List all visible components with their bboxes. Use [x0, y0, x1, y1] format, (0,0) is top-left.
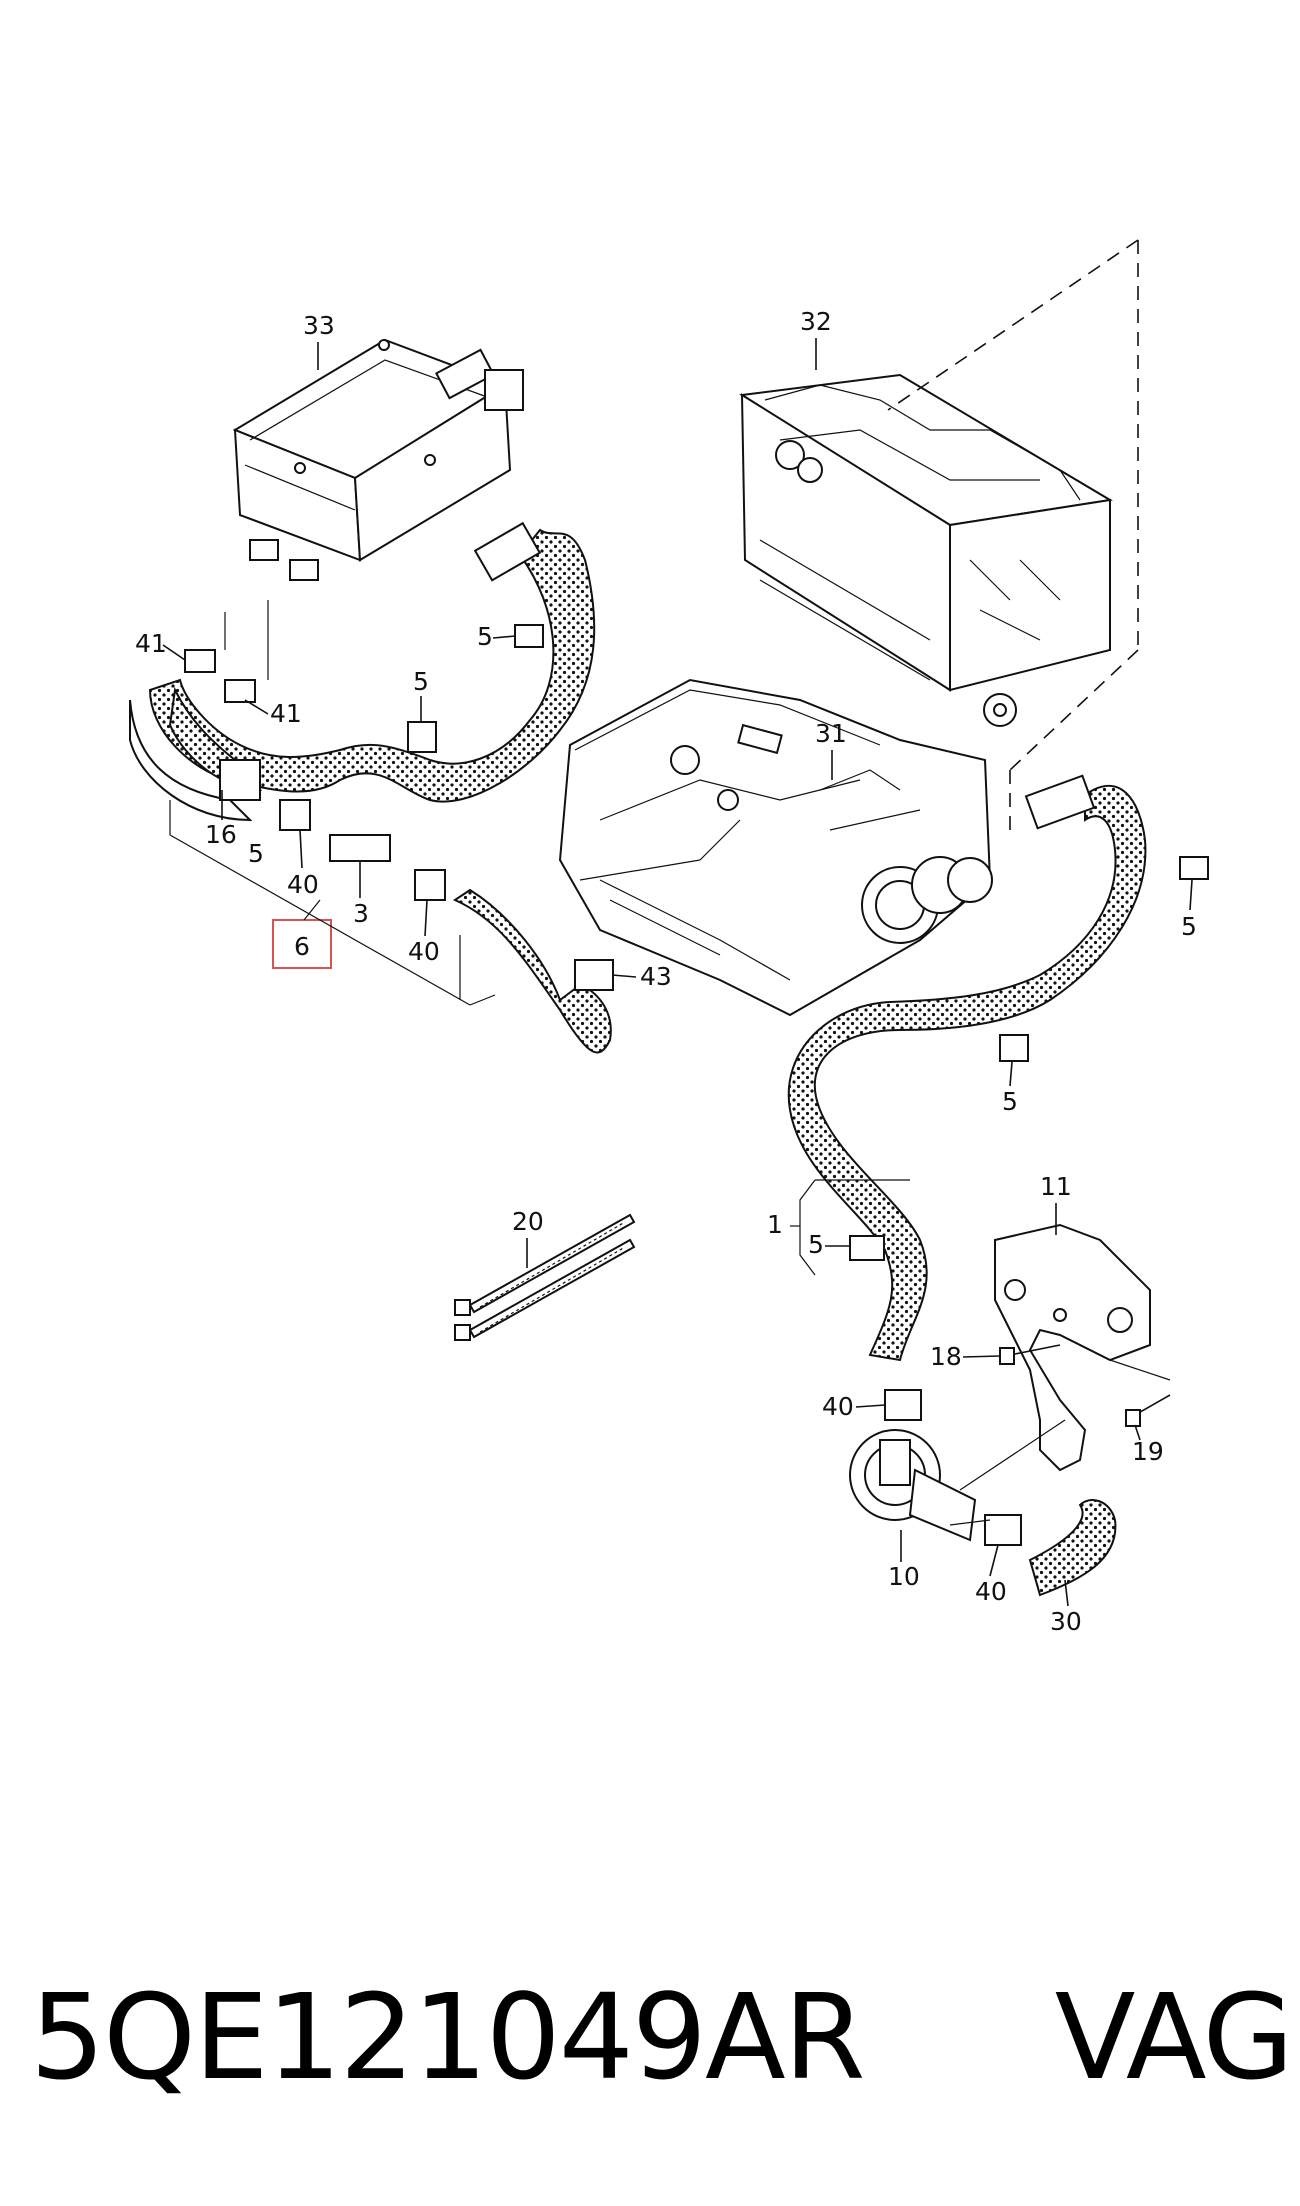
control-module-part-33: [232, 338, 524, 581]
callout-18: 18: [930, 1342, 962, 1371]
bolt-part-18: [999, 1344, 1061, 1365]
callout-30: 30: [1050, 1607, 1082, 1636]
bracket-part-11: [994, 1223, 1151, 1472]
callout-5-module: 5: [413, 667, 429, 696]
callout-5-left: 5: [248, 839, 264, 868]
callout-11: 11: [1040, 1172, 1072, 1201]
part-number: 5QE121049AR: [30, 1968, 866, 2106]
callout-16: 16: [205, 820, 237, 849]
callout-3: 3: [353, 899, 369, 928]
clamp-parts-5: [184, 624, 1209, 1261]
callout-40-mid: 40: [408, 937, 440, 966]
callout-5-bottom: 5: [808, 1230, 824, 1259]
callout-19: 19: [1132, 1437, 1164, 1466]
t-piece-3: [329, 834, 391, 862]
callout-40-left: 40: [287, 870, 319, 899]
brand-name: VAG: [1054, 1968, 1294, 2106]
clamp-40: [414, 869, 446, 901]
callout-32: 32: [800, 307, 832, 336]
coolant-pump-part-10: [849, 1429, 991, 1542]
callout-40-pump: 40: [822, 1392, 854, 1421]
coolant-hose-pump-outlet: [1028, 1499, 1117, 1597]
dashed-guide-inverter-bottom: [1009, 649, 1139, 771]
callout-41-right: 41: [270, 699, 302, 728]
callout-10: 10: [888, 1562, 920, 1591]
callout-5-right-top: 5: [1181, 912, 1197, 941]
callout-41-left: 41: [135, 629, 167, 658]
callout-1: 1: [767, 1210, 783, 1239]
callout-40-right: 40: [975, 1577, 1007, 1606]
inverter-housing-part-32: [739, 373, 1113, 727]
group-bracket-6: [169, 800, 496, 1006]
leader-line: [579, 859, 701, 881]
leader-line: [959, 1419, 1066, 1491]
leader-line: [699, 819, 741, 861]
highlight-box: [272, 919, 332, 969]
clamp-40: [884, 1389, 922, 1421]
callout-33: 33: [303, 311, 335, 340]
hose-connector: [473, 521, 542, 582]
leader-line: [1109, 1359, 1171, 1381]
coolant-hose-right: [787, 774, 1147, 1362]
coolant-hose-mid-left: [452, 888, 612, 1054]
clamp-40: [279, 799, 311, 831]
callout-6: 6: [294, 932, 310, 961]
callout-43: 43: [640, 962, 672, 991]
callout-5-upper: 5: [477, 622, 493, 651]
bolt-part-19: [1125, 1394, 1171, 1427]
parts-exploded-diagram: 33 32 31: [129, 239, 1209, 1636]
clamp-43: [574, 959, 614, 991]
callout-31: 31: [815, 719, 847, 748]
callout-5-right-mid: 5: [1002, 1087, 1018, 1116]
callout-20: 20: [512, 1207, 544, 1236]
hose-bracket: [219, 759, 261, 801]
group-bracket-1: [790, 1179, 910, 1276]
part-number-caption: 5QE121049AR VAG: [30, 1968, 1294, 2118]
cable-ties-part-20: [454, 1213, 636, 1341]
coolant-hose-upper: [148, 528, 596, 803]
clamp-40: [984, 1514, 1022, 1546]
electric-drive-part-31: [558, 678, 993, 1017]
dashed-guide-inverter-top: [887, 239, 1139, 411]
highlighted-callout-6[interactable]: 6: [272, 919, 332, 969]
